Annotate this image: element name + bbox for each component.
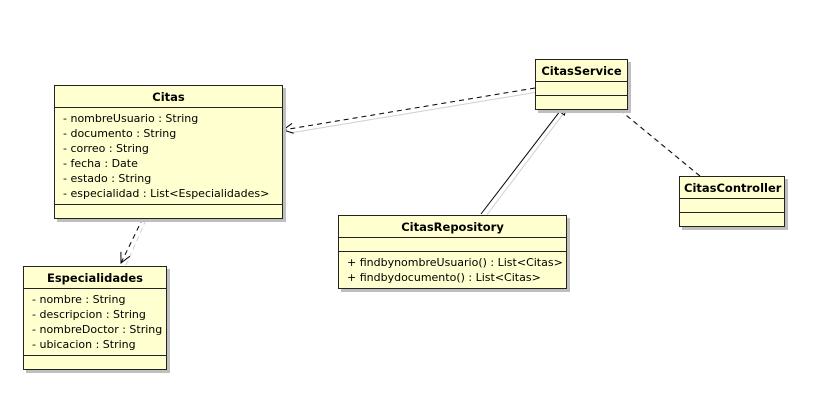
operation: + findbydocumento() : List<Citas>	[347, 271, 541, 284]
relation-controller-to-service	[609, 101, 701, 177]
relation-repository-to-service	[480, 102, 567, 215]
class-name: CitasRepository	[339, 216, 566, 238]
attribute: - documento : String	[63, 127, 177, 140]
attribute: - estado : String	[63, 172, 152, 185]
class-citas-repository[interactable]: CitasRepository + findbynombreUsuario() …	[338, 215, 567, 289]
class-name: Citas	[55, 86, 282, 108]
operation-compartment	[24, 356, 166, 369]
class-name: CitasService	[536, 60, 627, 82]
attribute-compartment	[536, 82, 627, 96]
attribute-compartment: - nombre : String - descripcion : String…	[24, 289, 166, 356]
class-citas[interactable]: Citas - nombreUsuario : String - documen…	[54, 85, 283, 219]
class-name: Especialidades	[24, 267, 166, 289]
operation-compartment	[680, 213, 784, 226]
attribute: - nombre : String	[32, 293, 126, 306]
attribute: - descripcion : String	[32, 308, 146, 321]
attribute: - nombreUsuario : String	[63, 112, 199, 125]
attribute: - fecha : Date	[63, 157, 138, 170]
class-name: CitasController	[680, 177, 784, 199]
attribute-compartment: - nombreUsuario : String - documento : S…	[55, 108, 282, 205]
operation: + findbynombreUsuario() : List<Citas>	[347, 256, 563, 269]
attribute-compartment	[339, 238, 566, 252]
class-citas-service[interactable]: CitasService	[535, 59, 628, 110]
attribute: - especialidad : List<Especialidades>	[63, 187, 270, 200]
attribute: - correo : String	[63, 142, 149, 155]
relation-service-to-citas	[283, 87, 536, 130]
relation-citas-to-especialidades	[121, 217, 144, 263]
attribute-compartment	[680, 199, 784, 213]
operation-compartment	[536, 96, 627, 109]
class-especialidades[interactable]: Especialidades - nombre : String - descr…	[23, 266, 167, 370]
attribute: - ubicacion : String	[32, 338, 136, 351]
operation-compartment: + findbynombreUsuario() : List<Citas> + …	[339, 252, 566, 288]
operation-compartment	[55, 205, 282, 218]
class-citas-controller[interactable]: CitasController	[679, 176, 785, 227]
attribute: - nombreDoctor : String	[32, 323, 163, 336]
